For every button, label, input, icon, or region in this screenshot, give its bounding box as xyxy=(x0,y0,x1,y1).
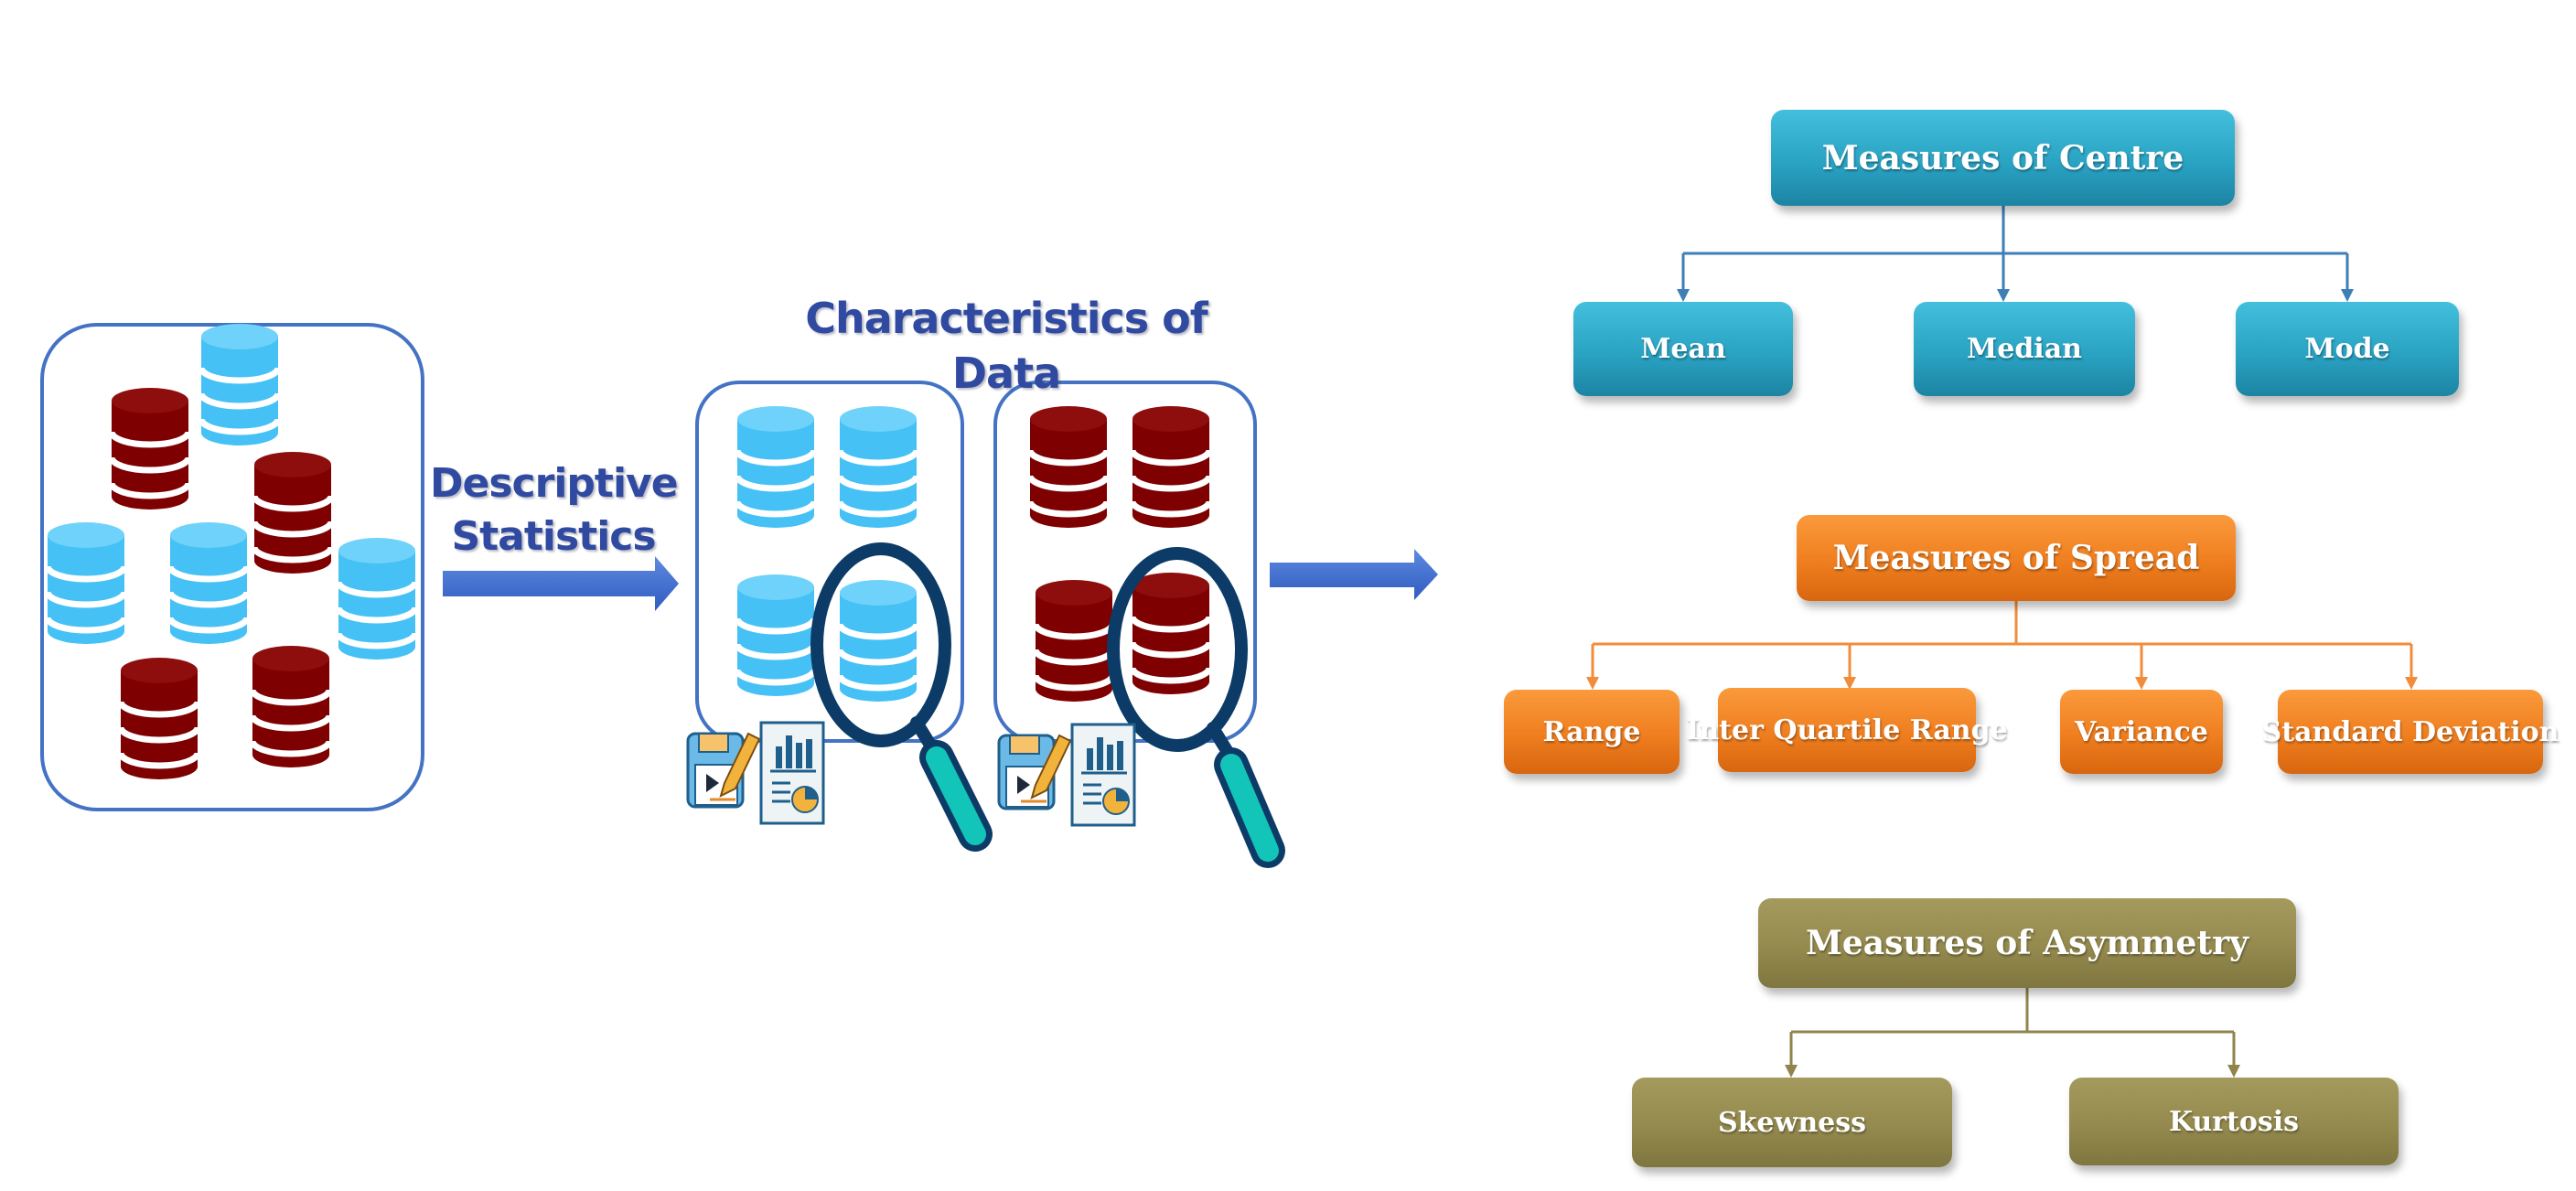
standard-deviation-box: Standard Deviation xyxy=(2262,690,2559,774)
database-icon xyxy=(840,406,917,528)
magnifier-icon xyxy=(810,542,993,852)
blue-data-frame xyxy=(695,381,964,743)
database-icon xyxy=(252,646,329,767)
mode-box: Mode xyxy=(2236,302,2459,396)
flow-arrow xyxy=(1270,549,1438,600)
skewness-box: Skewness xyxy=(1632,1078,1952,1167)
database-icon xyxy=(48,522,124,644)
asymmetry-connectors xyxy=(1789,988,2236,1067)
database-icon xyxy=(1132,573,1209,694)
magnifier-icon xyxy=(1107,547,1285,868)
database-icon xyxy=(840,580,917,702)
database-icon xyxy=(1030,406,1107,528)
spread-connectors xyxy=(1591,601,2413,679)
descriptive-statistics-line2: Statistics xyxy=(451,513,656,560)
database-icon xyxy=(170,522,247,644)
report-icon xyxy=(997,723,1136,827)
database-icon xyxy=(737,574,814,696)
database-icon xyxy=(737,406,814,528)
variance-box: Variance xyxy=(2060,690,2223,774)
database-icon xyxy=(121,658,198,779)
asymmetry-arrowheads xyxy=(1785,1065,2240,1078)
characteristics-of-data-label: Characteristics of Data xyxy=(805,294,1208,398)
database-icon xyxy=(254,452,331,574)
centre-connectors xyxy=(1681,206,2349,291)
inter-quartile-range-box: Inter Quartile Range xyxy=(1686,688,2008,772)
database-icon xyxy=(201,324,278,445)
centre-arrowheads xyxy=(1677,289,2354,302)
flow-arrow xyxy=(443,556,679,611)
descriptive-statistics-line1: Descriptive xyxy=(430,460,679,507)
database-icon xyxy=(112,388,188,510)
kurtosis-box: Kurtosis xyxy=(2069,1078,2399,1165)
database-icon xyxy=(338,538,415,660)
median-box: Median xyxy=(1914,302,2135,396)
database-icon xyxy=(1036,580,1112,702)
spread-arrowheads xyxy=(1586,677,2418,690)
mean-box: Mean xyxy=(1573,302,1793,396)
range-box: Range xyxy=(1504,690,1680,774)
measures-of-centre-box: Measures of Centre xyxy=(1771,110,2235,206)
descriptive-statistics-label: Descriptive Statistics xyxy=(430,457,679,563)
measures-of-asymmetry-box: Measures of Asymmetry xyxy=(1758,898,2296,988)
report-icon xyxy=(686,721,825,825)
measures-of-spread-box: Measures of Spread xyxy=(1797,515,2236,601)
database-icon xyxy=(1132,406,1209,528)
